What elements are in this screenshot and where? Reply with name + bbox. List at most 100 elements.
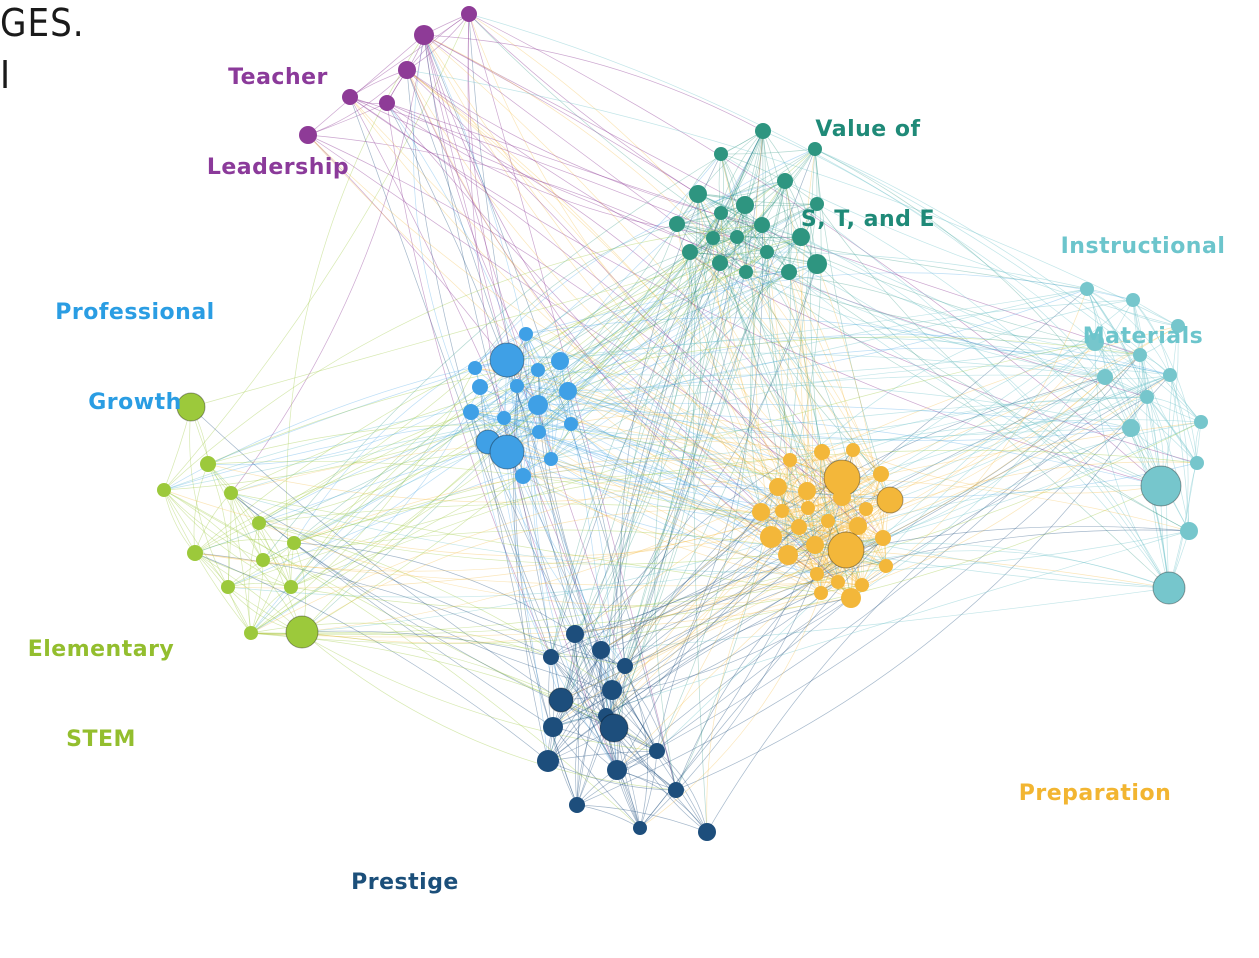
- node-preparation: [846, 443, 860, 457]
- node-instructional-materials: [1180, 522, 1198, 540]
- node-preparation: [798, 482, 816, 500]
- node-preparation: [801, 501, 815, 515]
- edge: [424, 35, 677, 224]
- node-professional-growth: [528, 395, 548, 415]
- node-preparation: [821, 514, 835, 528]
- node-prestige: [549, 688, 573, 712]
- node-prestige: [607, 760, 627, 780]
- edge: [407, 70, 762, 225]
- cluster-label-line: Leadership: [188, 153, 368, 183]
- node-value-of-ste: [712, 255, 728, 271]
- node-professional-growth: [531, 363, 545, 377]
- node-professional-growth: [490, 343, 524, 377]
- cluster-label-teacher-leadership: Teacher Leadership: [188, 3, 368, 243]
- node-professional-growth: [551, 352, 569, 370]
- node-preparation: [752, 503, 770, 521]
- node-prestige: [600, 714, 628, 742]
- cluster-label-professional-growth: Professional Growth: [30, 238, 240, 478]
- node-preparation: [849, 517, 867, 535]
- edge: [575, 634, 707, 832]
- node-professional-growth: [532, 425, 546, 439]
- node-elementary-stem: [187, 545, 203, 561]
- node-elementary-stem: [284, 580, 298, 594]
- node-preparation: [769, 478, 787, 496]
- node-preparation: [775, 504, 789, 518]
- partial-heading-line1: GES.: [0, 4, 85, 42]
- node-professional-growth: [519, 327, 533, 341]
- edge: [407, 70, 771, 537]
- node-elementary-stem: [157, 483, 171, 497]
- cluster-label-line: Value of: [768, 115, 968, 145]
- node-prestige: [698, 823, 716, 841]
- node-preparation: [859, 502, 873, 516]
- cluster-label-preparation: Preparation: [990, 719, 1200, 869]
- node-preparation: [810, 567, 824, 581]
- node-preparation: [814, 586, 828, 600]
- edge: [228, 583, 291, 587]
- node-value-of-ste: [730, 230, 744, 244]
- cluster-label-prestige: Prestige: [325, 808, 485, 958]
- node-instructional-materials: [1122, 419, 1140, 437]
- edge: [424, 35, 763, 131]
- node-prestige: [592, 641, 610, 659]
- cluster-label-value-of-ste: Value of S, T, and E: [768, 55, 968, 295]
- node-elementary-stem: [287, 536, 301, 550]
- node-prestige: [569, 797, 585, 813]
- node-elementary-stem: [252, 516, 266, 530]
- edge: [471, 412, 617, 770]
- edge: [568, 289, 1087, 391]
- node-value-of-ste: [669, 216, 685, 232]
- cluster-label-line: Prestige: [325, 868, 485, 898]
- node-prestige: [602, 680, 622, 700]
- node-prestige: [566, 625, 584, 643]
- node-prestige: [543, 717, 563, 737]
- node-preparation: [873, 466, 889, 482]
- node-prestige: [668, 782, 684, 798]
- edge: [350, 97, 808, 508]
- node-teacher-leadership: [461, 6, 477, 22]
- node-value-of-ste: [682, 244, 698, 260]
- node-teacher-leadership: [414, 25, 434, 45]
- cluster-label-elementary-stem: Elementary STEM: [6, 575, 196, 815]
- node-professional-growth: [510, 379, 524, 393]
- node-value-of-ste: [736, 196, 754, 214]
- edge: [424, 35, 625, 666]
- node-instructional-materials: [1153, 572, 1185, 604]
- node-prestige: [649, 743, 665, 759]
- node-preparation: [831, 575, 845, 589]
- node-prestige: [537, 750, 559, 772]
- node-elementary-stem: [224, 486, 238, 500]
- cluster-label-line: Professional: [30, 298, 240, 328]
- node-professional-growth: [559, 382, 577, 400]
- node-preparation: [814, 444, 830, 460]
- node-elementary-stem: [256, 553, 270, 567]
- node-professional-growth: [472, 379, 488, 395]
- node-preparation: [828, 532, 864, 568]
- node-preparation: [877, 487, 903, 513]
- node-teacher-leadership: [398, 61, 416, 79]
- cluster-label-line: Teacher: [188, 63, 368, 93]
- node-preparation: [875, 530, 891, 546]
- node-value-of-ste: [739, 265, 753, 279]
- node-preparation: [833, 488, 851, 506]
- node-professional-growth: [544, 452, 558, 466]
- node-preparation: [791, 519, 807, 535]
- edge: [1169, 422, 1201, 588]
- edge: [1188, 463, 1197, 531]
- node-elementary-stem: [286, 616, 318, 648]
- node-prestige: [633, 821, 647, 835]
- edge: [208, 360, 507, 464]
- edge: [195, 553, 251, 633]
- node-teacher-leadership: [379, 95, 395, 111]
- node-preparation: [879, 559, 893, 573]
- cluster-label-line: S, T, and E: [768, 205, 968, 235]
- node-instructional-materials: [1141, 466, 1181, 506]
- node-preparation: [760, 526, 782, 548]
- node-preparation: [783, 453, 797, 467]
- cluster-label-line: Elementary: [6, 635, 196, 665]
- cluster-label-line: Materials: [1038, 322, 1248, 352]
- node-instructional-materials: [1194, 415, 1208, 429]
- node-instructional-materials: [1190, 456, 1204, 470]
- node-preparation: [855, 578, 869, 592]
- node-professional-growth: [463, 404, 479, 420]
